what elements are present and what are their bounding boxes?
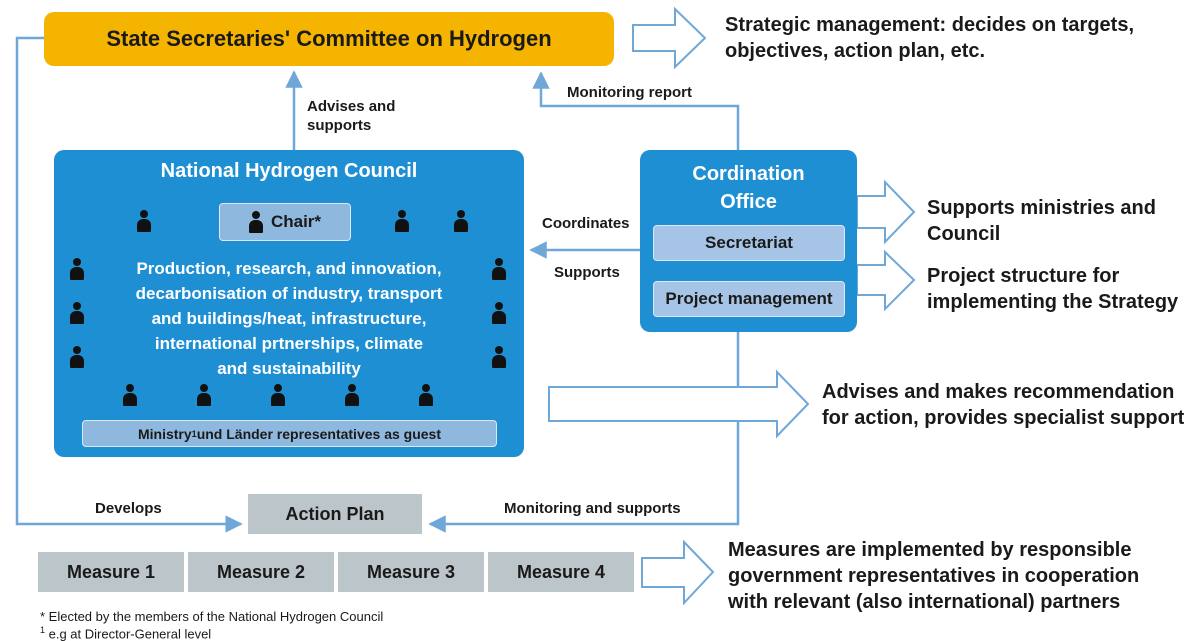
state-secretaries-committee: State Secretaries' Committee on Hydrogen xyxy=(44,12,614,66)
measure-box: Measure 1 xyxy=(38,552,184,592)
member-person-icon xyxy=(419,384,433,406)
project-management-box: Project management xyxy=(653,281,845,317)
monitoring-and-supports-label: Monitoring and supports xyxy=(504,500,681,517)
supports-ministries-description: Supports ministries and Council xyxy=(927,197,1156,245)
chair-label: Chair* xyxy=(270,212,322,231)
coordinates-label: Coordinates xyxy=(542,215,630,232)
strategic-management-description: Strategic management: decides on targets… xyxy=(725,14,1135,62)
strategic-arrow xyxy=(632,6,707,70)
advises-supports-label: Advises and supports xyxy=(307,98,396,134)
member-person-icon xyxy=(345,384,359,406)
advises-description: Advises and makes recommendation for act… xyxy=(822,381,1185,429)
measure-box: Measure 2 xyxy=(188,552,334,592)
supports-label: Supports xyxy=(554,264,620,281)
supports-ministries-arrow xyxy=(856,179,916,245)
member-person-icon xyxy=(137,210,151,232)
member-person-icon xyxy=(492,302,506,324)
member-person-icon xyxy=(70,258,84,280)
develops-connector xyxy=(15,36,243,533)
measure-box: Measure 3 xyxy=(338,552,484,592)
coordination-office: Cordination Office Secretariat Project m… xyxy=(640,150,857,332)
member-person-icon xyxy=(271,384,285,406)
monitoring-report-label: Monitoring report xyxy=(567,84,692,101)
footnote-director-general: 1 e.g at Director-General level xyxy=(40,625,212,641)
chair-person-icon xyxy=(248,211,263,233)
member-person-icon xyxy=(454,210,468,232)
member-person-icon xyxy=(492,258,506,280)
advises-arrow xyxy=(548,369,810,439)
office-title: Cordination Office xyxy=(692,163,805,213)
project-structure-arrow xyxy=(856,249,916,312)
chair-box: Chair* xyxy=(219,203,351,241)
member-person-icon xyxy=(492,346,506,368)
member-person-icon xyxy=(123,384,137,406)
member-person-icon xyxy=(395,210,409,232)
member-person-icon xyxy=(197,384,211,406)
council-topics: Production, research, and innovation, de… xyxy=(135,259,443,378)
action-plan-box: Action Plan xyxy=(248,494,422,534)
footnote-elected: * Elected by the members of the National… xyxy=(40,609,384,624)
secretariat-box: Secretariat xyxy=(653,225,845,261)
measures-arrow xyxy=(641,539,715,606)
committee-title: State Secretaries' Committee on Hydrogen xyxy=(106,26,552,51)
member-person-icon xyxy=(70,346,84,368)
develops-label: Develops xyxy=(95,500,162,517)
member-person-icon xyxy=(70,302,84,324)
measure-box: Measure 4 xyxy=(488,552,634,592)
measures-description: Measures are implemented by responsible … xyxy=(728,539,1140,613)
project-structure-description: Project structure for implementing the S… xyxy=(927,265,1179,313)
council-title: National Hydrogen Council xyxy=(160,160,418,182)
national-hydrogen-council: National Hydrogen Council Chair* Product… xyxy=(54,150,524,457)
monitoring-report-connector xyxy=(532,71,740,150)
